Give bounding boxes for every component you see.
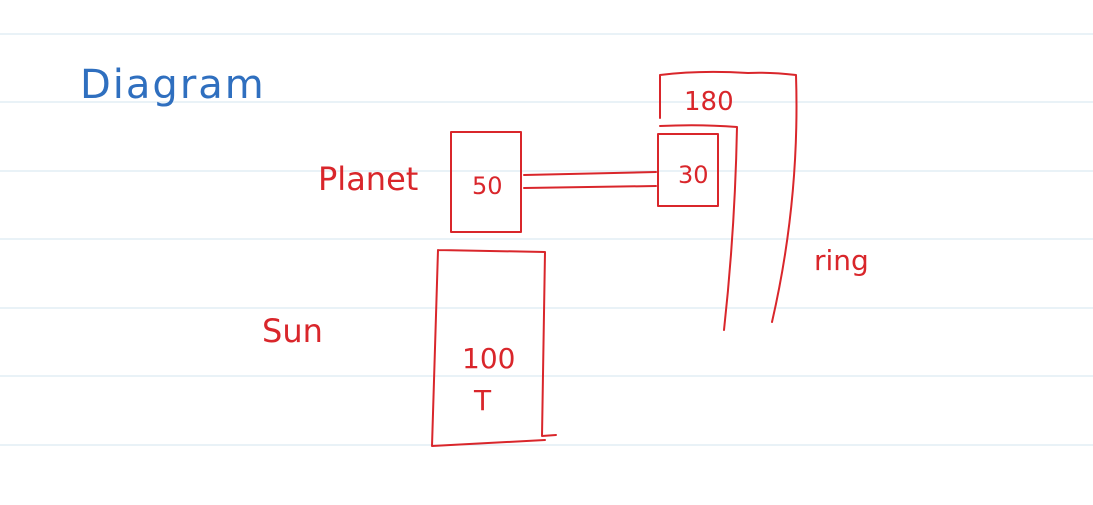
sun-unit: T — [473, 384, 492, 417]
ring-value: 180 — [684, 87, 734, 117]
shaft-line-top — [523, 171, 657, 176]
ruled-lines — [0, 33, 1093, 446]
planet-label: Planet — [318, 160, 418, 198]
sun-label: Sun — [262, 312, 323, 350]
diagram-title: Diagram — [80, 62, 266, 108]
ring-gear-inner-wall — [659, 124, 738, 331]
planet-value: 50 — [472, 172, 503, 200]
planet-gear-box — [450, 131, 522, 233]
shaft-line-bottom — [523, 185, 657, 189]
sun-value: 100 — [462, 342, 515, 375]
carrier-value: 30 — [678, 161, 709, 189]
carrier-box — [657, 133, 719, 207]
ring-label: ring — [814, 244, 869, 277]
sun-gear-box — [431, 249, 557, 447]
ring-gear-outline — [659, 70, 798, 323]
